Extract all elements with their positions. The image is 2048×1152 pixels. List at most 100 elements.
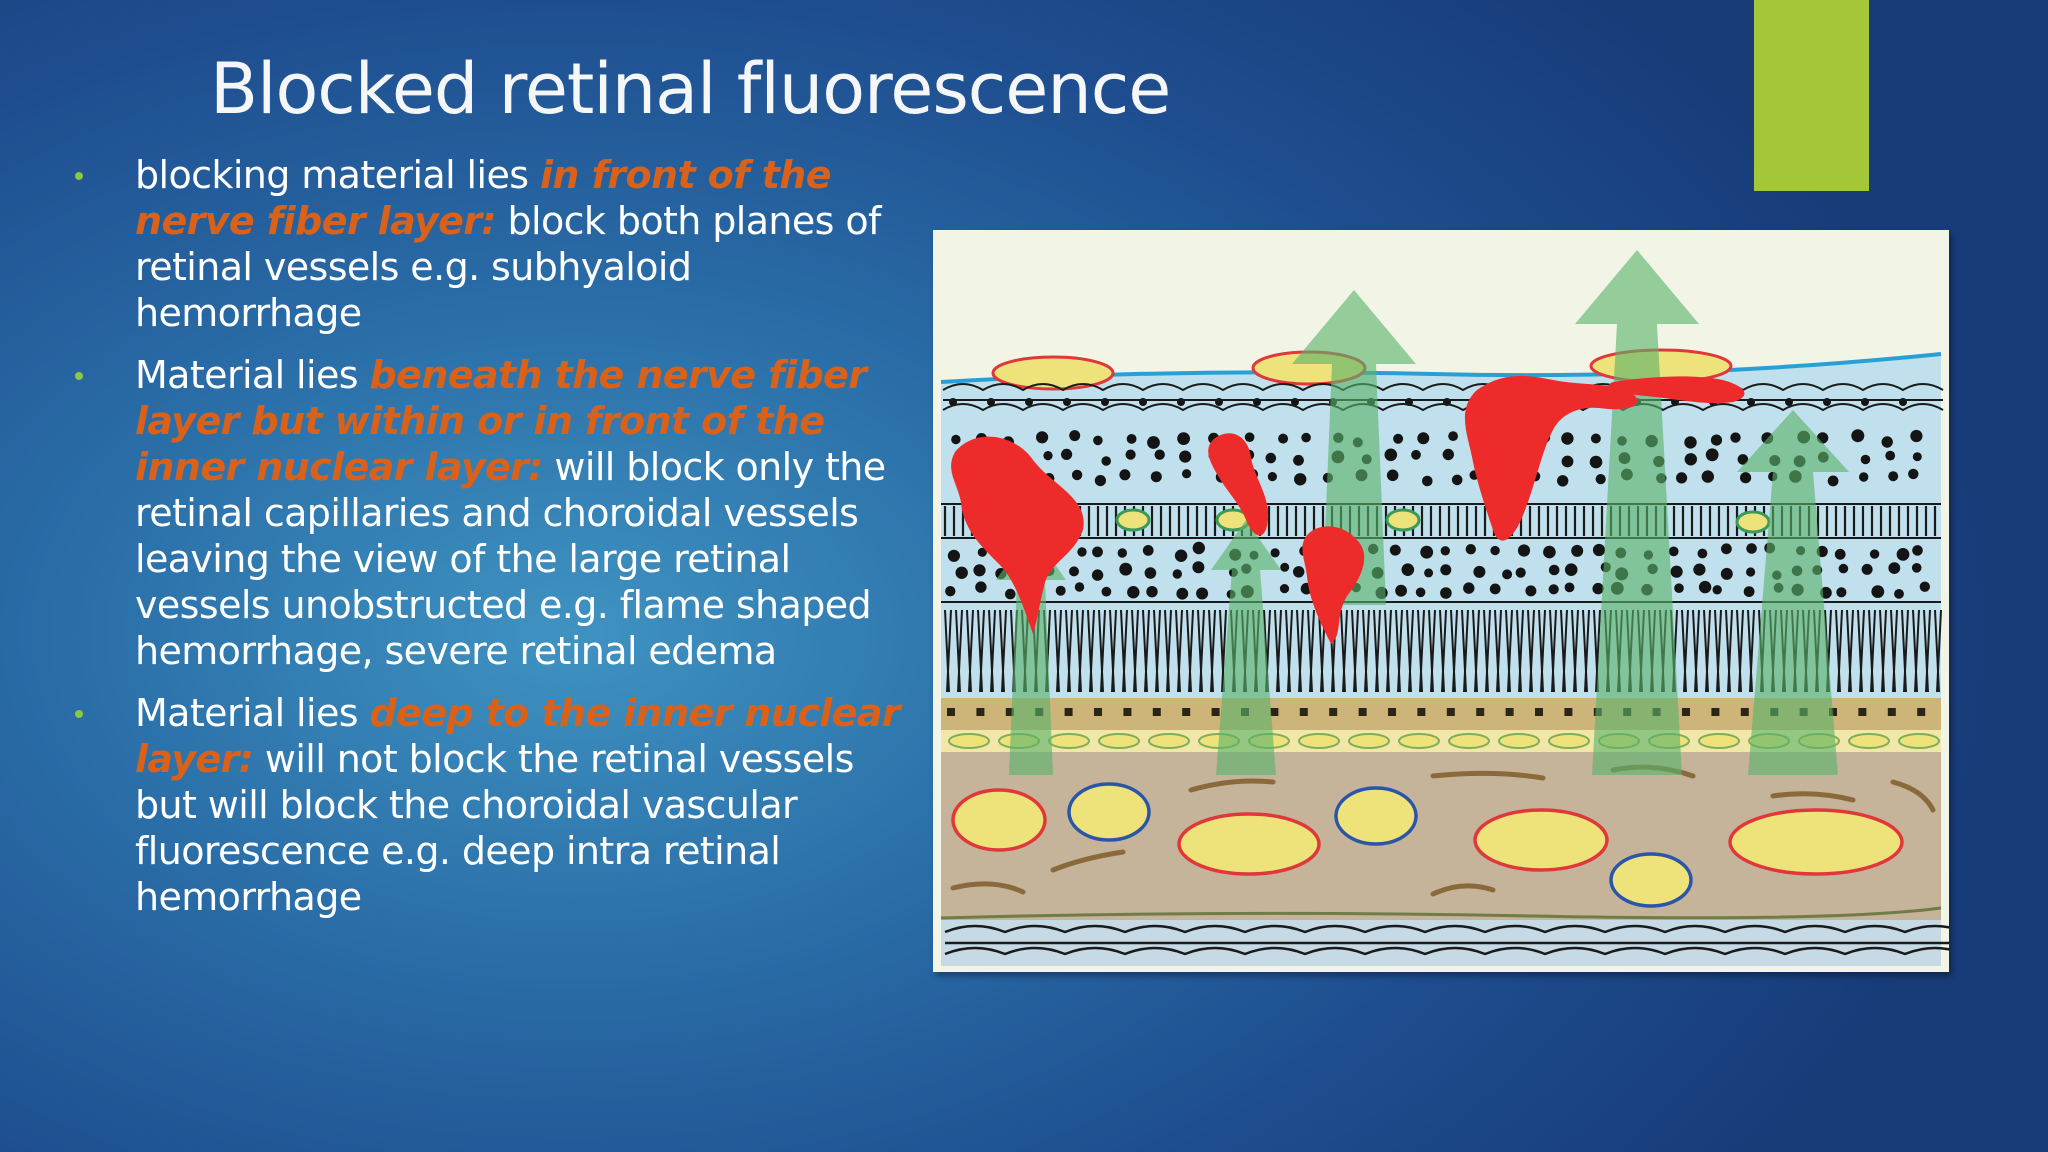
nucleus-dot xyxy=(1705,448,1719,462)
pigment-granule xyxy=(976,708,985,716)
nucleus-dot xyxy=(1142,545,1154,556)
nucleus-dot xyxy=(1172,569,1182,579)
bullet-text: Material lies deep to the inner nuclear … xyxy=(135,690,905,920)
nucleus-dot xyxy=(1919,581,1930,592)
nucleus-dot xyxy=(1693,563,1706,576)
nucleus-dot xyxy=(1192,561,1205,574)
pigment-granule xyxy=(1564,708,1573,716)
bullet-item: Material lies beneath the nerve fiber la… xyxy=(75,352,905,674)
nucleus-dot xyxy=(1517,544,1531,557)
nucleus-dot xyxy=(1270,548,1280,558)
choriocapillaris-vessel xyxy=(1398,733,1440,749)
nucleus-dot xyxy=(1592,582,1604,595)
choroid-pigment-strand xyxy=(1890,779,1936,813)
nucleus-dot xyxy=(1502,569,1513,580)
nucleus-dot xyxy=(1119,562,1133,576)
nucleus-dot xyxy=(1417,432,1430,445)
retina-diagram-svg xyxy=(933,230,1949,972)
bullet-emphasis: beneath the nerve fiber layer but within… xyxy=(135,353,867,489)
nucleus-dot xyxy=(1440,587,1452,599)
nucleus-dot xyxy=(1720,567,1733,580)
choriocapillaris-vessel xyxy=(1848,733,1890,749)
nucleus-dot xyxy=(1860,454,1871,465)
nucleus-dot xyxy=(1196,587,1209,600)
nucleus-dot xyxy=(1515,567,1526,578)
bullet-lead: Material lies xyxy=(135,691,370,735)
bullet-emphasis: in front of the nerve fiber layer: xyxy=(135,153,832,243)
nucleus-dot xyxy=(1144,567,1157,579)
nucleus-dot xyxy=(945,586,956,597)
nucleus-dot xyxy=(1851,429,1865,443)
choriocapillaris-vessel xyxy=(1548,733,1590,749)
nucleus-dot xyxy=(1415,587,1426,598)
nucleus-dot xyxy=(1834,548,1846,560)
nucleus-dot xyxy=(1055,585,1066,596)
nucleus-dot xyxy=(1093,435,1103,446)
nucleus-dot xyxy=(1267,472,1277,482)
nucleus-dot xyxy=(1684,453,1697,466)
nucleus-dot xyxy=(1389,544,1401,556)
nucleus-dot xyxy=(1119,469,1131,481)
choriocapillaris-vessel xyxy=(1448,733,1490,749)
nucleus-dot xyxy=(1127,586,1140,599)
hemorrhage xyxy=(1302,526,1365,644)
nucleus-dot xyxy=(1861,563,1873,575)
pigment-granule xyxy=(1417,708,1426,716)
nucleus-dot xyxy=(1911,563,1922,573)
nucleus-dot xyxy=(1561,455,1574,468)
nucleus-dot xyxy=(1424,568,1434,578)
nucleus-dot xyxy=(1557,475,1569,487)
nucleus-dot xyxy=(1154,449,1165,460)
sclera-fiber-lines xyxy=(944,924,1949,956)
nucleus-dot xyxy=(1147,436,1160,449)
nucleus-dot xyxy=(1721,543,1732,555)
pigment-granule xyxy=(1505,708,1514,716)
pigment-granule xyxy=(1682,708,1690,716)
nucleus-dot xyxy=(1737,454,1749,465)
nucleus-dot xyxy=(1595,474,1606,485)
hemorrhage xyxy=(1208,433,1269,536)
pigment-granule xyxy=(1711,708,1720,716)
nucleus-dot xyxy=(1548,564,1560,576)
nucleus-dot xyxy=(1174,549,1188,562)
bullet-lead: Material lies xyxy=(135,353,370,397)
pigment-granule xyxy=(1211,708,1220,716)
nucleus-dot xyxy=(1888,471,1899,482)
bullet-text: blocking material lies in front of the n… xyxy=(135,152,905,336)
pigment-granule xyxy=(1476,708,1485,716)
pigment-granule xyxy=(1887,708,1896,716)
choroidal-artery xyxy=(1728,808,1904,876)
choriocapillaris-vessel xyxy=(1898,733,1940,749)
choroid-pigment-strand xyxy=(1770,791,1856,803)
nucleus-dot xyxy=(1869,549,1880,559)
capillary xyxy=(1735,510,1771,534)
nucleus-dot xyxy=(1571,544,1584,557)
nerve-fiber-lines xyxy=(942,383,1944,412)
nucleus-dot xyxy=(1548,584,1559,595)
nucleus-dot xyxy=(1698,580,1712,594)
nucleus-dot xyxy=(1176,587,1189,600)
nucleus-dot xyxy=(1091,569,1104,581)
nucleus-dot xyxy=(1069,566,1079,577)
nucleus-dot xyxy=(1293,566,1305,578)
nucleus-dot xyxy=(1684,436,1697,449)
nucleus-dot xyxy=(1393,433,1404,444)
pigment-granule xyxy=(1829,708,1837,716)
nucleus-dot xyxy=(1564,582,1575,593)
choroid-pigment-strand xyxy=(950,881,1026,895)
nucleus-dot xyxy=(1888,562,1901,574)
nucleus-dot xyxy=(1101,456,1111,466)
nucleus-dot xyxy=(1896,548,1910,561)
nucleus-dot xyxy=(1401,563,1415,576)
nucleus-dot xyxy=(1265,452,1277,464)
bullet-marker-icon xyxy=(75,372,83,380)
nucleus-dot xyxy=(1676,472,1688,484)
pigment-granule xyxy=(1094,708,1102,716)
nucleus-dot xyxy=(1871,585,1885,598)
bullet-marker-icon xyxy=(75,710,83,718)
pigment-granule xyxy=(1740,708,1749,716)
nucleus-dot xyxy=(1182,469,1192,479)
fluorescence-arrow xyxy=(996,530,1066,775)
pigment-granule xyxy=(1329,708,1338,716)
choroidal-vein xyxy=(1334,786,1418,846)
